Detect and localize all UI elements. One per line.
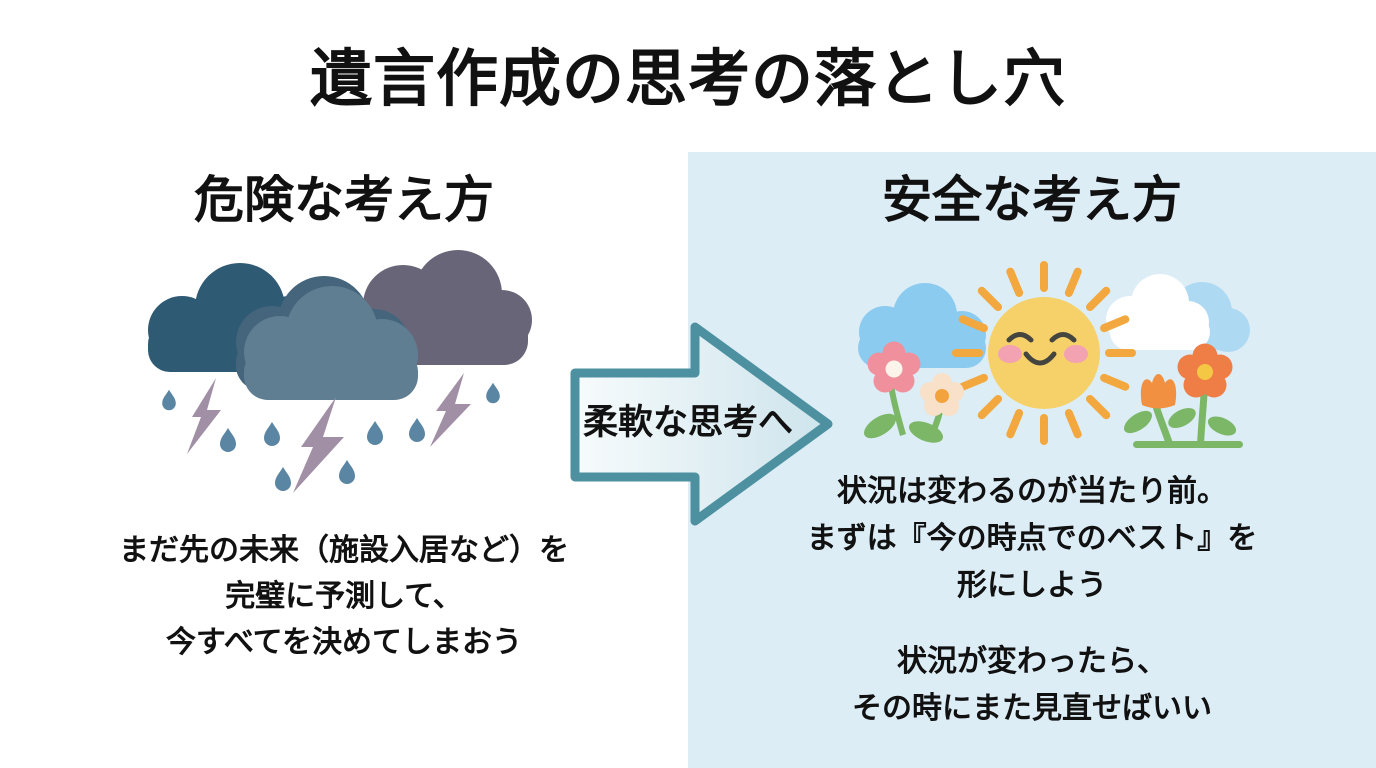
dangerous-thinking-description: まだ先の未来（施設入居など）を 完璧に予測して、 今すべてを決めてしまおう [0, 528, 688, 666]
text-line: まだ先の未来（施設入居など）を [119, 533, 569, 568]
cream-flower-center-icon [935, 389, 949, 403]
pink-flower-icon [867, 341, 921, 393]
sun-rays-icon [952, 261, 1136, 445]
white-cloud-icon [1106, 274, 1210, 350]
sunny-illustration [858, 261, 1250, 448]
text-line: 今すべてを決めてしまおう [165, 625, 523, 660]
safe-thinking-description-2: 状況が変わったら、 その時にまた見直せばいい [688, 638, 1376, 732]
sun-icon [988, 297, 1100, 409]
storm-cloud-mid-icon [244, 286, 418, 400]
storm-clouds-illustration [148, 250, 532, 493]
right-flower-stems-icon [1124, 386, 1243, 448]
tulip-icon [1140, 374, 1177, 409]
right-arrow-icon [570, 322, 833, 526]
sun-face-icon [1006, 332, 1077, 366]
lightning-icon [187, 373, 471, 493]
page-title: 遺言作成の思考の落とし穴 [309, 42, 1066, 115]
safe-thinking-description-1: 状況は変わるのが当たり前。 まずは『今の時点でのベスト』を 形にしよう [688, 468, 1376, 609]
text-line: まずは『今の時点でのベスト』を [806, 521, 1258, 556]
safe-thinking-heading: 安全な考え方 [882, 171, 1182, 229]
left-flower-stems-icon [864, 378, 944, 443]
dangerous-thinking-heading: 危険な考え方 [194, 171, 494, 229]
text-line: その時にまた見直せばいい [852, 691, 1212, 726]
safe-panel-background [688, 152, 1376, 768]
storm-cloud-purple-icon [363, 250, 532, 365]
text-line: 状況は変わるのが当たり前。 [837, 474, 1227, 509]
orange-flower-icon [1177, 343, 1233, 398]
arrow-label: 柔軟な思考へ [582, 403, 793, 443]
text-line: 完璧に予測して、 [225, 579, 463, 614]
sun-cheeks-icon [998, 345, 1088, 363]
text-line: 形にしよう [957, 568, 1107, 603]
flexible-thinking-arrow [570, 322, 833, 526]
orange-flower-center-icon [1197, 364, 1213, 380]
pink-flower-center-icon [885, 360, 903, 378]
text-line: 状況が変わったら、 [897, 644, 1167, 679]
